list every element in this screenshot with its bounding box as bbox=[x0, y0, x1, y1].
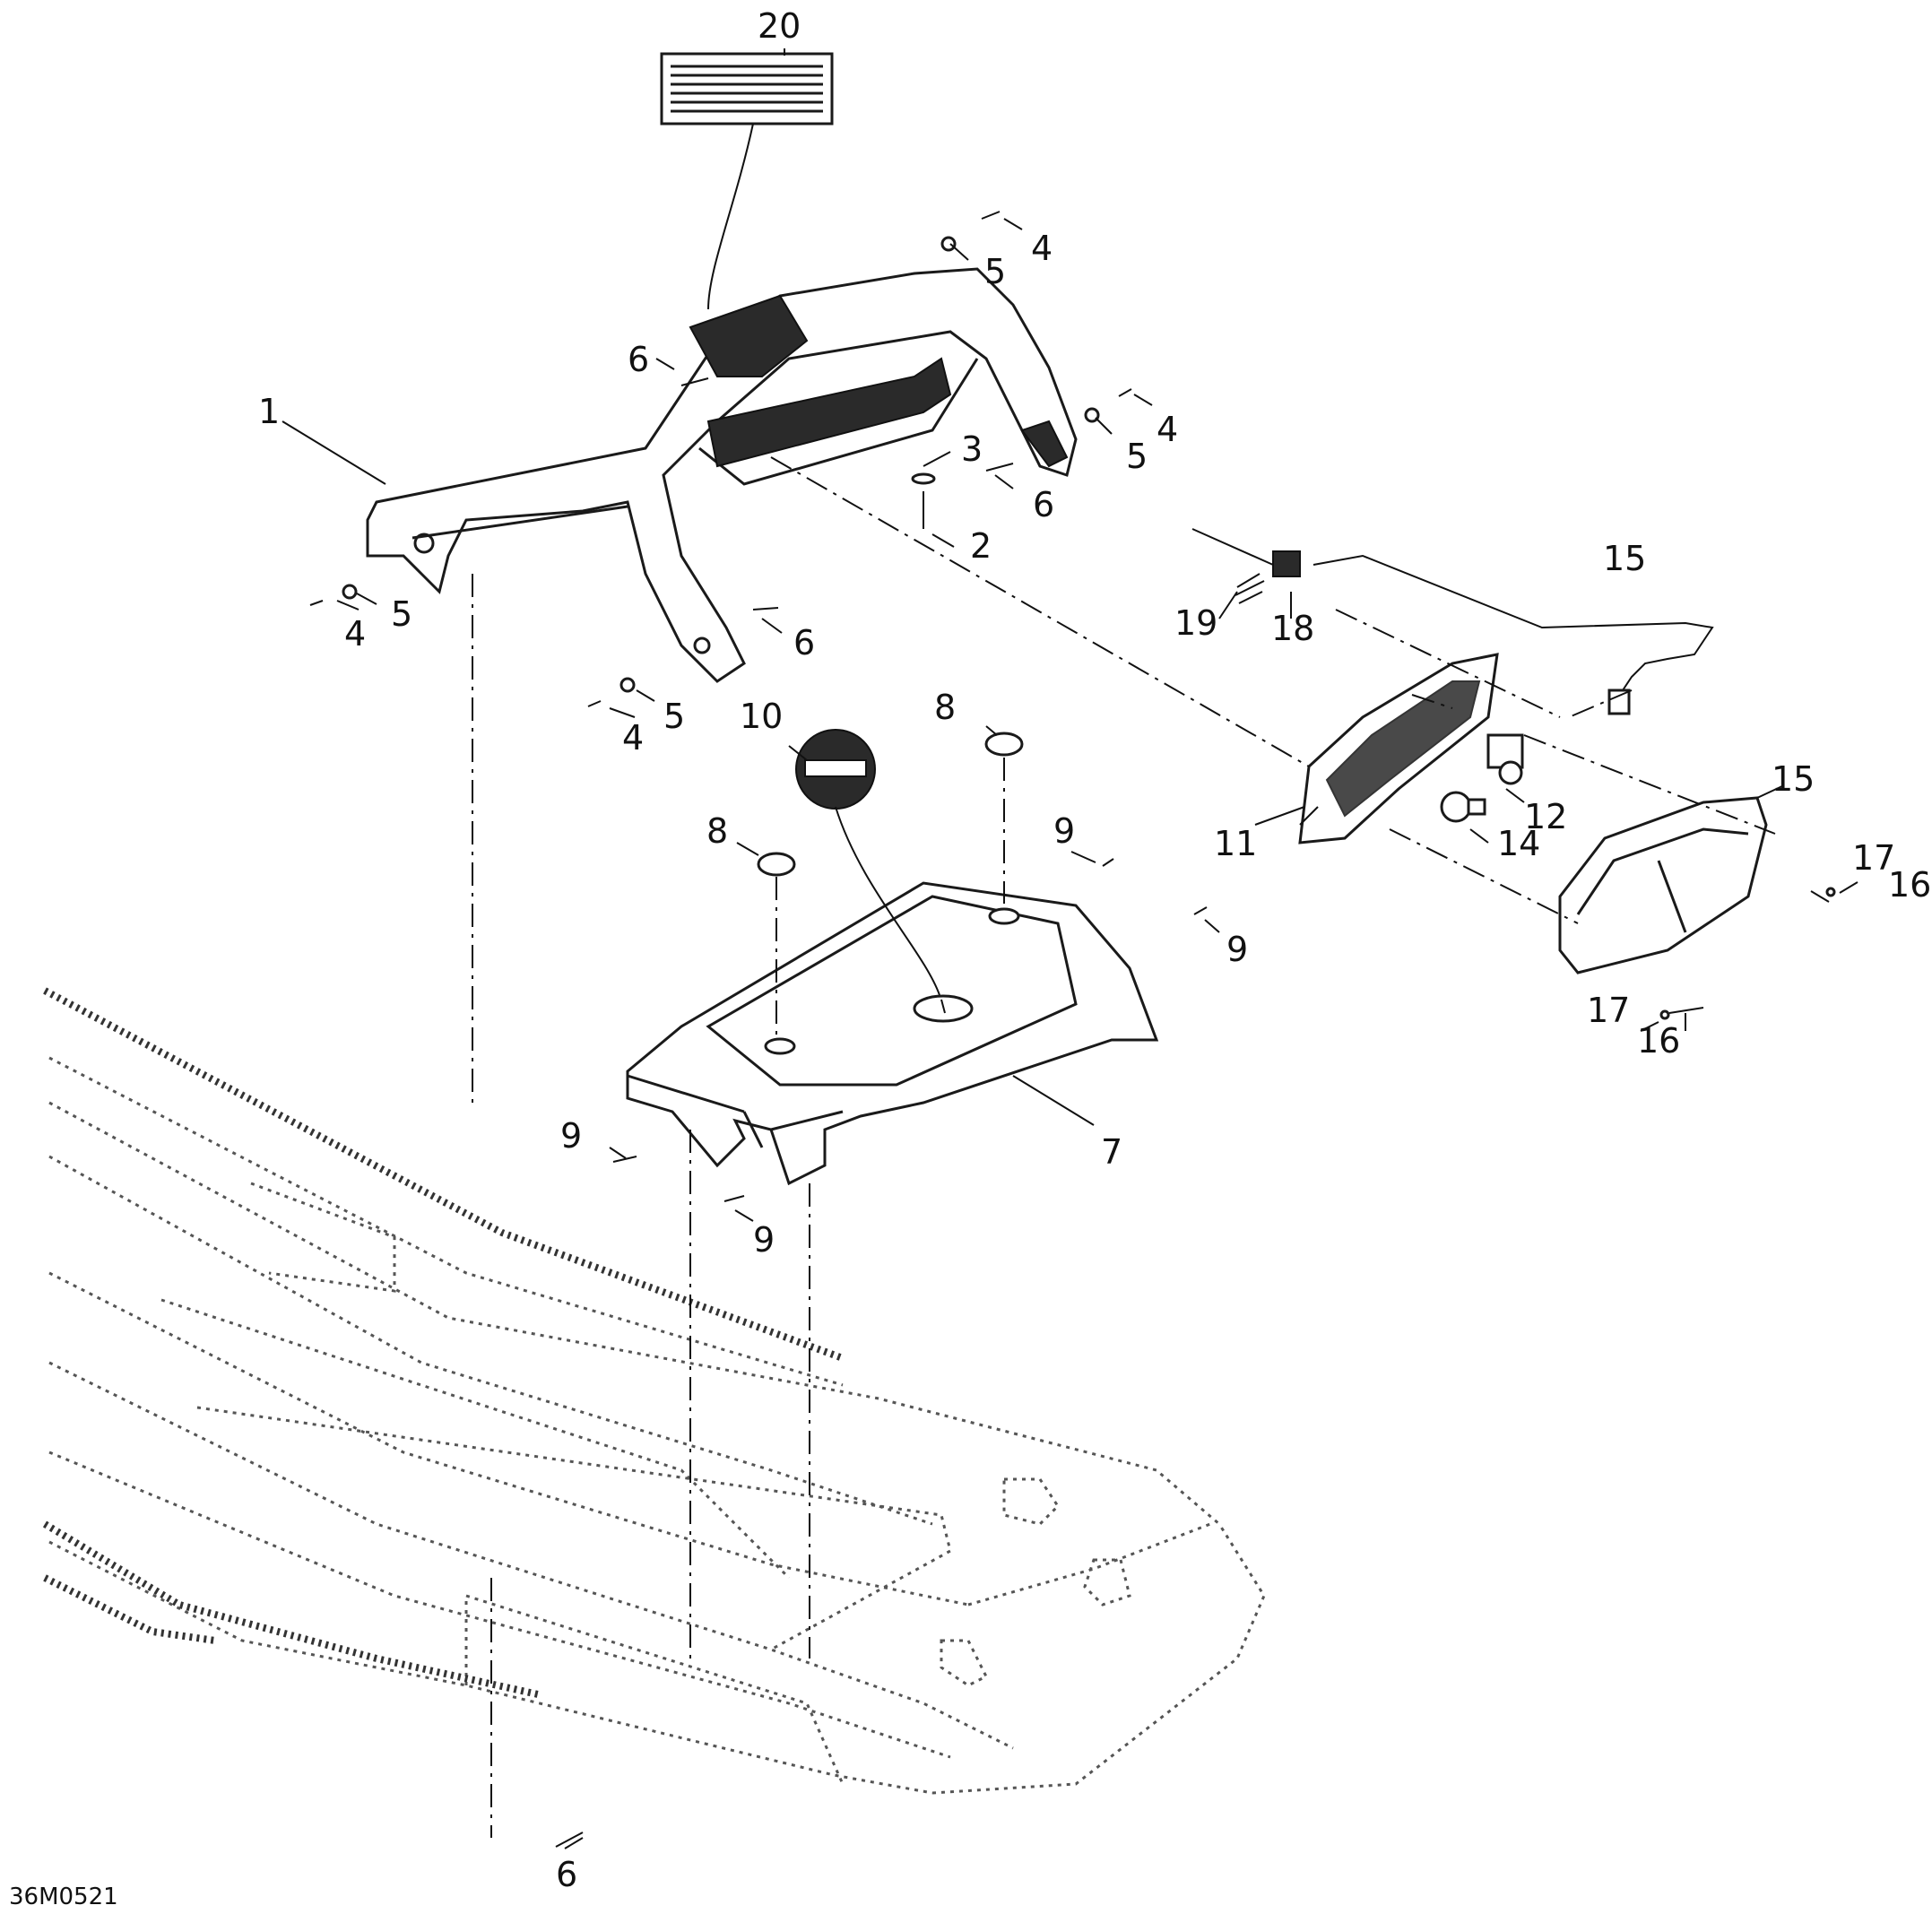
callout-4-left: 4 bbox=[344, 614, 366, 654]
callout-leaders bbox=[282, 48, 1858, 1849]
callout-5-top: 5 bbox=[984, 252, 1006, 291]
callout-19: 19 bbox=[1174, 603, 1217, 643]
warning-label bbox=[660, 52, 834, 310]
callout-18: 18 bbox=[1271, 609, 1314, 648]
callout-9-upper: 9 bbox=[1053, 811, 1075, 851]
bulb-socket bbox=[1486, 733, 1524, 785]
callout-6-mid: 6 bbox=[793, 623, 815, 663]
callout-16-right: 16 bbox=[1888, 865, 1931, 905]
callout-6-bottom: 6 bbox=[556, 1855, 577, 1894]
callout-9-left: 9 bbox=[560, 1116, 582, 1156]
callout-5-right: 5 bbox=[1126, 437, 1148, 476]
callout-14: 14 bbox=[1497, 824, 1540, 863]
callout-2: 2 bbox=[970, 526, 992, 566]
callout-20: 20 bbox=[758, 6, 801, 46]
callout-17-lower: 17 bbox=[1587, 991, 1630, 1030]
callout-5-mid: 5 bbox=[663, 697, 685, 736]
diagram-reference-code: 36M0521 bbox=[9, 1884, 118, 1910]
callout-6-top: 6 bbox=[628, 340, 649, 379]
callout-6-right: 6 bbox=[1033, 485, 1054, 524]
callout-1: 1 bbox=[258, 392, 280, 431]
callout-9-right: 9 bbox=[1226, 930, 1248, 969]
callout-3: 3 bbox=[961, 429, 983, 469]
tail-light-housing bbox=[1298, 653, 1499, 844]
callout-11: 11 bbox=[1214, 824, 1257, 863]
callout-5-left: 5 bbox=[391, 594, 412, 634]
callout-7: 7 bbox=[1101, 1132, 1122, 1172]
callout-17-right: 17 bbox=[1852, 838, 1895, 878]
callout-13: 15 bbox=[1603, 539, 1646, 578]
callout-10: 10 bbox=[740, 697, 783, 736]
callout-labels: 20 4 5 6 1 4 5 3 6 2 5 4 6 5 4 10 8 8 9 … bbox=[9, 6, 1931, 1910]
light-bulb bbox=[1440, 791, 1486, 823]
plug-cap-upper bbox=[984, 732, 1024, 757]
callout-4-right: 4 bbox=[1157, 410, 1178, 449]
callout-4-top: 4 bbox=[1031, 229, 1053, 268]
callout-12: 12 bbox=[1524, 797, 1567, 836]
rear-cover bbox=[626, 881, 1159, 1186]
callout-15: 15 bbox=[1772, 759, 1815, 799]
chassis-frame bbox=[42, 987, 1266, 1795]
rear-grab-handle bbox=[366, 267, 1078, 683]
emblem-decal bbox=[795, 729, 940, 996]
alignment-lines bbox=[472, 456, 1776, 1838]
callout-8-lower: 8 bbox=[706, 811, 728, 851]
plug-cap-lower bbox=[757, 852, 796, 877]
fasteners bbox=[309, 211, 1836, 1848]
callout-16-lower: 16 bbox=[1637, 1021, 1680, 1061]
callout-9-bottom: 9 bbox=[753, 1220, 775, 1260]
tail-light-lens bbox=[1558, 796, 1768, 974]
callout-8-upper: 8 bbox=[934, 688, 956, 727]
callout-4-mid: 4 bbox=[622, 718, 644, 758]
wiring-harness bbox=[1235, 550, 1714, 715]
